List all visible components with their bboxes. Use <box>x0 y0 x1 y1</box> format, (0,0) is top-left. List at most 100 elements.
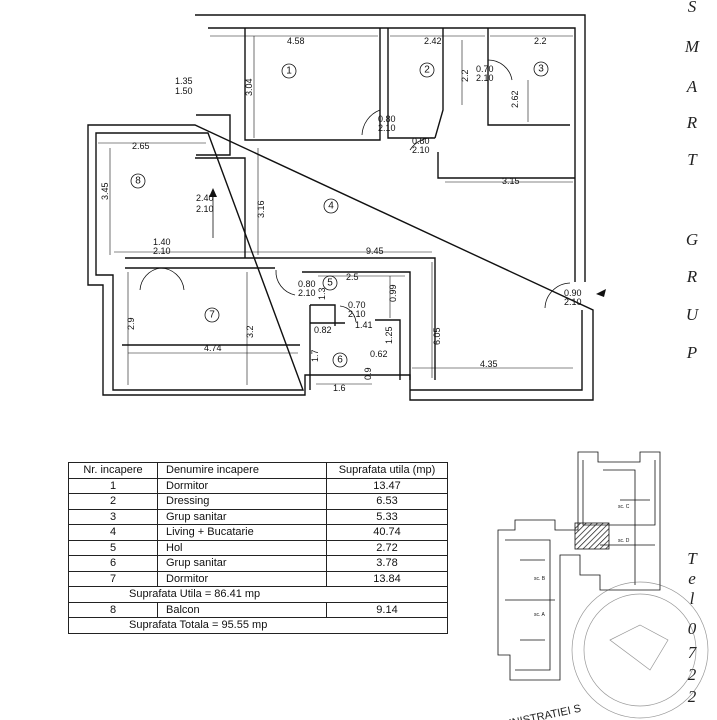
side-letter: M <box>684 37 700 56</box>
grand-total-row: Suprafata Totala = 95.55 mp <box>68 617 448 634</box>
dim-label: 2.9 <box>126 317 136 330</box>
dim-label: 3.2 <box>245 325 255 338</box>
door-height: 2.10 <box>378 123 396 133</box>
room-number: 4 <box>68 524 158 541</box>
side-letter: 2 <box>688 687 697 706</box>
door-labels: 1.35 1.50 0.70 2.10 0.80 2.10 0.80 2.10 … <box>153 64 582 319</box>
key-plan <box>497 451 661 681</box>
arrow-head-icon <box>209 188 217 197</box>
apartment-highlight <box>574 522 610 550</box>
dimension-labels: 4.58 2.42 2.2 3.04 2.2 2.62 2.65 3.45 2.… <box>100 36 547 393</box>
door-height: 2.10 <box>298 288 316 298</box>
room-name: Hol <box>157 539 327 556</box>
table-row: 1 Dormitor 13.47 <box>68 477 448 494</box>
window-height: 1.50 <box>175 86 193 96</box>
table-row: 5 Hol 2.72 <box>68 539 448 556</box>
room-name: Dormitor <box>157 477 327 494</box>
dim-label: 1.41 <box>355 320 373 330</box>
door-width: 0.80 <box>412 136 430 146</box>
table-header: Nr. incapere Denumire incapere Suprafata… <box>68 462 448 479</box>
dim-label: 0.9 <box>363 367 373 380</box>
dim-label: 3.16 <box>256 200 266 218</box>
side-letter: R <box>686 113 698 132</box>
table-row: 2 Dressing 6.53 <box>68 493 448 510</box>
room-3-label: 3 <box>538 64 544 75</box>
room-name: Grup sanitar <box>157 555 327 572</box>
door-height: 2.10 <box>153 246 171 256</box>
room-number: 6 <box>68 555 158 572</box>
door-width: 0.70 <box>348 300 366 310</box>
util-total-row: Suprafata Utila = 86.41 mp <box>68 586 448 603</box>
room-number: 3 <box>68 508 158 525</box>
side-letter: P <box>686 343 697 362</box>
door-height: 2.10 <box>564 297 582 307</box>
door-swings <box>139 59 571 323</box>
side-letter: T <box>687 150 698 169</box>
door-height: 2.10 <box>348 309 366 319</box>
section-label: sc. D <box>618 538 630 544</box>
door-height: 2.10 <box>476 73 494 83</box>
grand-total: Suprafata Totala = 95.55 mp <box>68 617 448 634</box>
side-letter: G <box>686 230 698 249</box>
room-name: Grup sanitar <box>157 508 327 525</box>
room-area: 40.74 <box>326 524 448 541</box>
dim-label: 2.2 <box>534 36 547 46</box>
door-width: 0.90 <box>564 288 582 298</box>
room-7-label: 7 <box>209 310 215 321</box>
section-label: sc. C <box>618 504 630 510</box>
room-6-label: 6 <box>337 355 343 366</box>
room-number: 8 <box>68 601 158 618</box>
dim-label: 9.45 <box>366 246 384 256</box>
table-row: 8 Balcon 9.14 <box>68 601 448 618</box>
room-8-label: 8 <box>135 176 141 187</box>
header-cell: Suprafata utila (mp) <box>326 462 448 479</box>
dim-label: 3.15 <box>502 176 520 186</box>
window-width: 1.35 <box>175 76 193 86</box>
header-cell: Denumire incapere <box>157 462 327 479</box>
room-number: 5 <box>68 539 158 556</box>
dim-label: 6.05 <box>432 327 442 345</box>
table-row: 3 Grup sanitar 5.33 <box>68 508 448 525</box>
room-5-label: 5 <box>327 278 333 289</box>
dim-label: 2.5 <box>346 272 359 282</box>
door-width: 0.80 <box>298 279 316 289</box>
stamp <box>571 581 709 719</box>
dim-label: 2.10 <box>196 204 214 214</box>
side-letter: l <box>690 589 695 608</box>
dim-label: 3.45 <box>100 182 110 200</box>
room-name: Dressing <box>157 493 327 510</box>
room-area: 13.47 <box>326 477 448 494</box>
table-row: 4 Living + Bucatarie 40.74 <box>68 524 448 541</box>
table-row: 7 Dormitor 13.84 <box>68 570 448 587</box>
room-name: Balcon <box>157 601 327 618</box>
area-table: Nr. incapere Denumire incapere Suprafata… <box>68 462 448 634</box>
side-lettering: S M A R T G R U P T e l 0 7 2 2 <box>684 0 700 706</box>
dim-label: 1.3 <box>317 287 327 300</box>
room-area: 3.78 <box>326 555 448 572</box>
side-letter: 7 <box>688 643 698 662</box>
door-width: 1.40 <box>153 237 171 247</box>
side-letter: 2 <box>688 665 697 684</box>
room-area: 2.72 <box>326 539 448 556</box>
room-area: 9.14 <box>326 601 448 618</box>
side-letter: R <box>686 267 698 286</box>
walls <box>87 14 594 401</box>
dim-label: 2.65 <box>132 141 150 151</box>
room-area: 5.33 <box>326 508 448 525</box>
header-cell: Nr. incapere <box>68 462 158 479</box>
door-width: 0.70 <box>476 64 494 74</box>
util-total: Suprafata Utila = 86.41 mp <box>68 586 448 603</box>
room-area: 6.53 <box>326 493 448 510</box>
dim-label: 0.62 <box>370 349 388 359</box>
room-number: 7 <box>68 570 158 587</box>
dim-label: 3.04 <box>244 78 254 96</box>
room-name: Dormitor <box>157 570 327 587</box>
room-number: 2 <box>68 493 158 510</box>
dim-label: 2.40 <box>196 193 214 203</box>
room-area: 13.84 <box>326 570 448 587</box>
dim-label: 4.35 <box>480 359 498 369</box>
table-row: 6 Grup sanitar 3.78 <box>68 555 448 572</box>
dim-label: 1.7 <box>310 349 320 362</box>
room-markers <box>130 61 549 368</box>
